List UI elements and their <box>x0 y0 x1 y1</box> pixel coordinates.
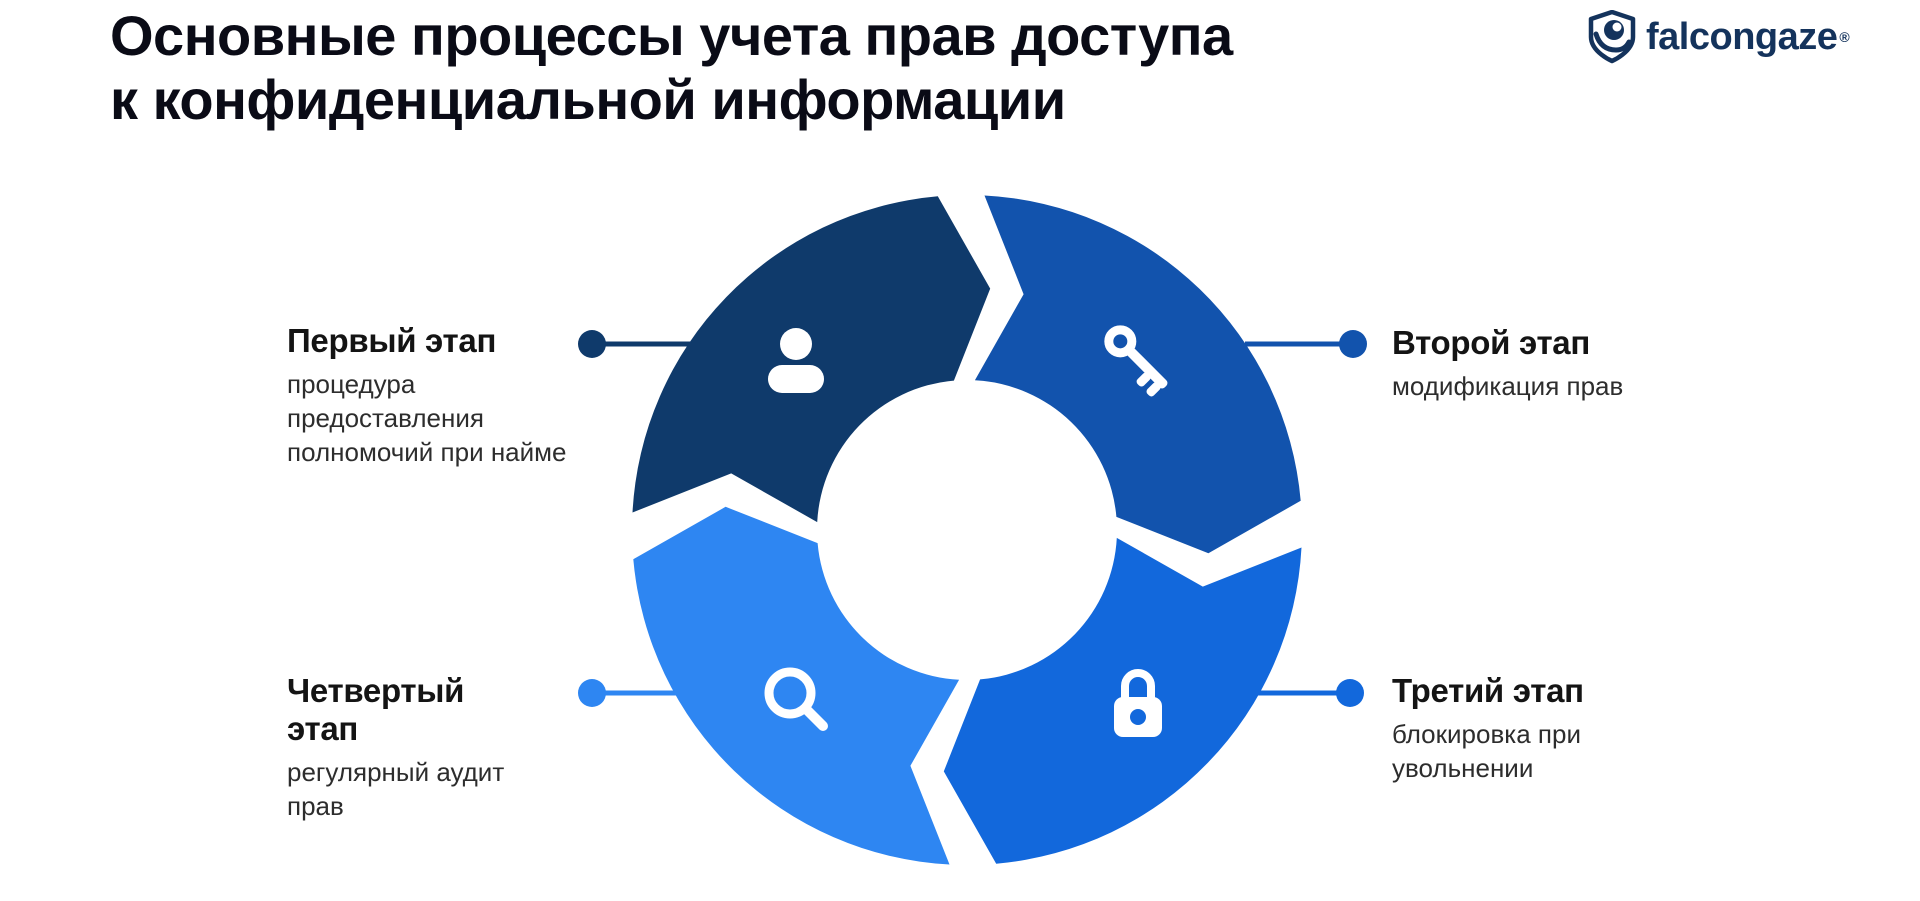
page-title-line-1: Основные процессы учета прав доступа <box>110 4 1233 67</box>
falcongaze-logo: falcongaze® <box>1588 10 1850 64</box>
stage-3-label: Третий этап <box>1392 672 1584 709</box>
stage-4-label: Четвертый этап <box>287 672 465 747</box>
logo-text: falcongaze <box>1646 15 1838 58</box>
connector-dot-stage-1 <box>578 330 606 358</box>
page-title-line-2: к конфиденциальной информации <box>110 67 1066 131</box>
stage-2-text-block: Второй этап модификация прав <box>1392 324 1722 404</box>
person-icon <box>768 328 824 393</box>
stage-3-text-block: Третий этап блокировка при увольнении <box>1392 672 1632 786</box>
connector-dot-stage-4 <box>578 679 606 707</box>
logo-registered-mark: ® <box>1839 29 1850 46</box>
stage-1-description: процедура предоставления полномочий при … <box>287 369 567 467</box>
stage-4-text-block: Четвертый этап регулярный аудит прав <box>287 672 522 824</box>
page-title: Основные процессы учета прав доступа к к… <box>110 4 1233 132</box>
stage-1-arrow-segment <box>632 196 991 523</box>
shield-falcon-eye-icon <box>1588 10 1636 64</box>
stage-2-arrow-segment <box>974 195 1301 554</box>
lock-icon <box>1114 669 1162 737</box>
lock-keyhole <box>1130 709 1146 725</box>
stage-1-text-block: Первый этап процедура предоставления пол… <box>287 322 577 469</box>
stage-4-arrow-segment <box>633 506 960 865</box>
stage-1-label: Первый этап <box>287 322 497 359</box>
logo-wordmark: falcongaze® <box>1646 16 1850 59</box>
magnifier-icon <box>764 667 828 731</box>
stage-2-label: Второй этап <box>1392 324 1590 361</box>
stage-3-description: блокировка при увольнении <box>1392 719 1581 783</box>
connector-dot-stage-2 <box>1339 330 1367 358</box>
stage-4-description: регулярный аудит прав <box>287 757 505 821</box>
connector-dot-stage-3 <box>1336 679 1364 707</box>
stage-2-description: модификация прав <box>1392 371 1624 401</box>
key-icon <box>1104 325 1168 397</box>
